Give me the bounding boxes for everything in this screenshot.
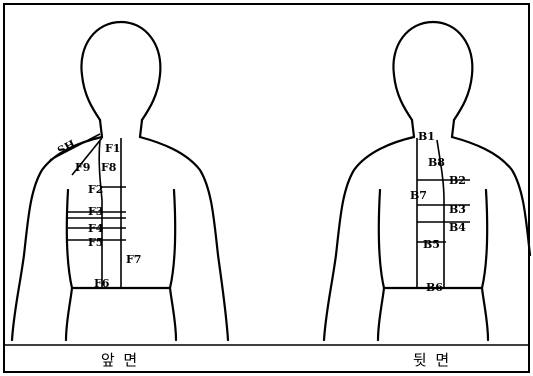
label-f7: F7 <box>126 253 141 266</box>
label-f1: F1 <box>105 142 120 155</box>
back-figure: B1 B8 B2 B7 B3 B4 B5 B6 <box>324 22 530 340</box>
label-b5: B5 <box>423 238 440 251</box>
label-b3: B3 <box>449 203 466 216</box>
label-b6: B6 <box>426 281 443 294</box>
back-caption: 뒷 면 <box>413 351 451 369</box>
label-b4: B4 <box>449 221 466 234</box>
label-b7: B7 <box>410 189 427 202</box>
front-figure: SH F1 F8 F9 F2 F3 F4 F5 F7 F6 <box>12 22 228 340</box>
front-caption: 앞 면 <box>101 351 139 369</box>
front-head <box>81 22 160 120</box>
back-right-arm-lower <box>482 190 488 340</box>
front-right-arm <box>140 137 228 340</box>
label-b2: B2 <box>449 174 466 187</box>
label-f6: F6 <box>94 277 110 290</box>
label-f3: F3 <box>88 205 103 218</box>
label-f4: F4 <box>88 222 104 235</box>
label-f9: F9 <box>75 161 90 174</box>
front-right-torso <box>170 190 176 340</box>
back-left-torso <box>378 190 384 340</box>
back-head <box>393 22 472 120</box>
label-f8: F8 <box>101 161 117 174</box>
back-left-arm <box>324 137 414 340</box>
label-f2: F2 <box>88 183 103 196</box>
label-b8: B8 <box>428 156 445 169</box>
front-neck <box>100 120 142 137</box>
label-f5: F5 <box>88 236 103 249</box>
back-right-arm <box>452 137 530 255</box>
label-b1: B1 <box>418 130 435 143</box>
